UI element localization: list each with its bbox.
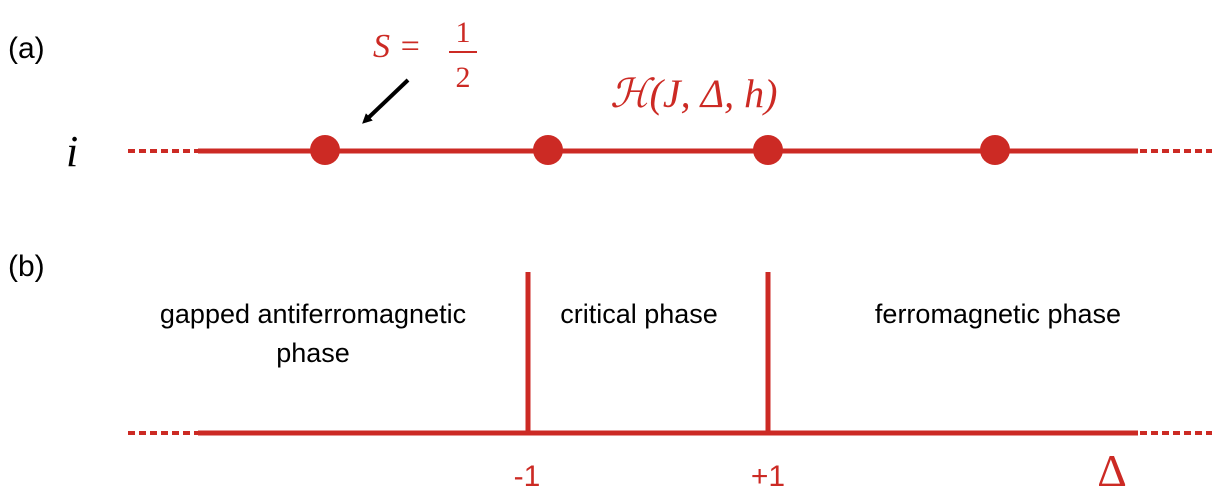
spin-site xyxy=(980,135,1010,165)
site-index-label: i xyxy=(66,127,78,176)
spin-site xyxy=(533,135,563,165)
panel-a-label: (a) xyxy=(8,32,45,65)
spin-label: S = 1 2 xyxy=(373,16,477,94)
tick-label-plus-one: +1 xyxy=(751,460,785,493)
spin-site xyxy=(310,135,340,165)
panel-b: (b) gapped antiferromagnetic phase criti… xyxy=(8,250,1212,496)
panel-b-label: (b) xyxy=(8,250,45,283)
spin-site xyxy=(753,135,783,165)
svg-text:1: 1 xyxy=(456,16,471,49)
svg-text:2: 2 xyxy=(456,61,471,94)
phase-label-ferromagnetic: ferromagnetic phase xyxy=(875,299,1121,329)
panel-a: (a) i S = 1 2 ℋ(J, Δ, h) xyxy=(8,16,1212,176)
phase-label-antiferromagnetic-line2: phase xyxy=(276,338,350,368)
hamiltonian-label: ℋ(J, Δ, h) xyxy=(610,71,777,116)
svg-text:S =: S = xyxy=(373,28,421,65)
phase-label-critical: critical phase xyxy=(560,299,718,329)
delta-axis-label: Δ xyxy=(1097,445,1127,496)
spin-pointer-arrow xyxy=(362,78,410,124)
tick-label-minus-one: -1 xyxy=(514,460,541,493)
phase-label-antiferromagnetic: gapped antiferromagnetic xyxy=(160,299,466,329)
